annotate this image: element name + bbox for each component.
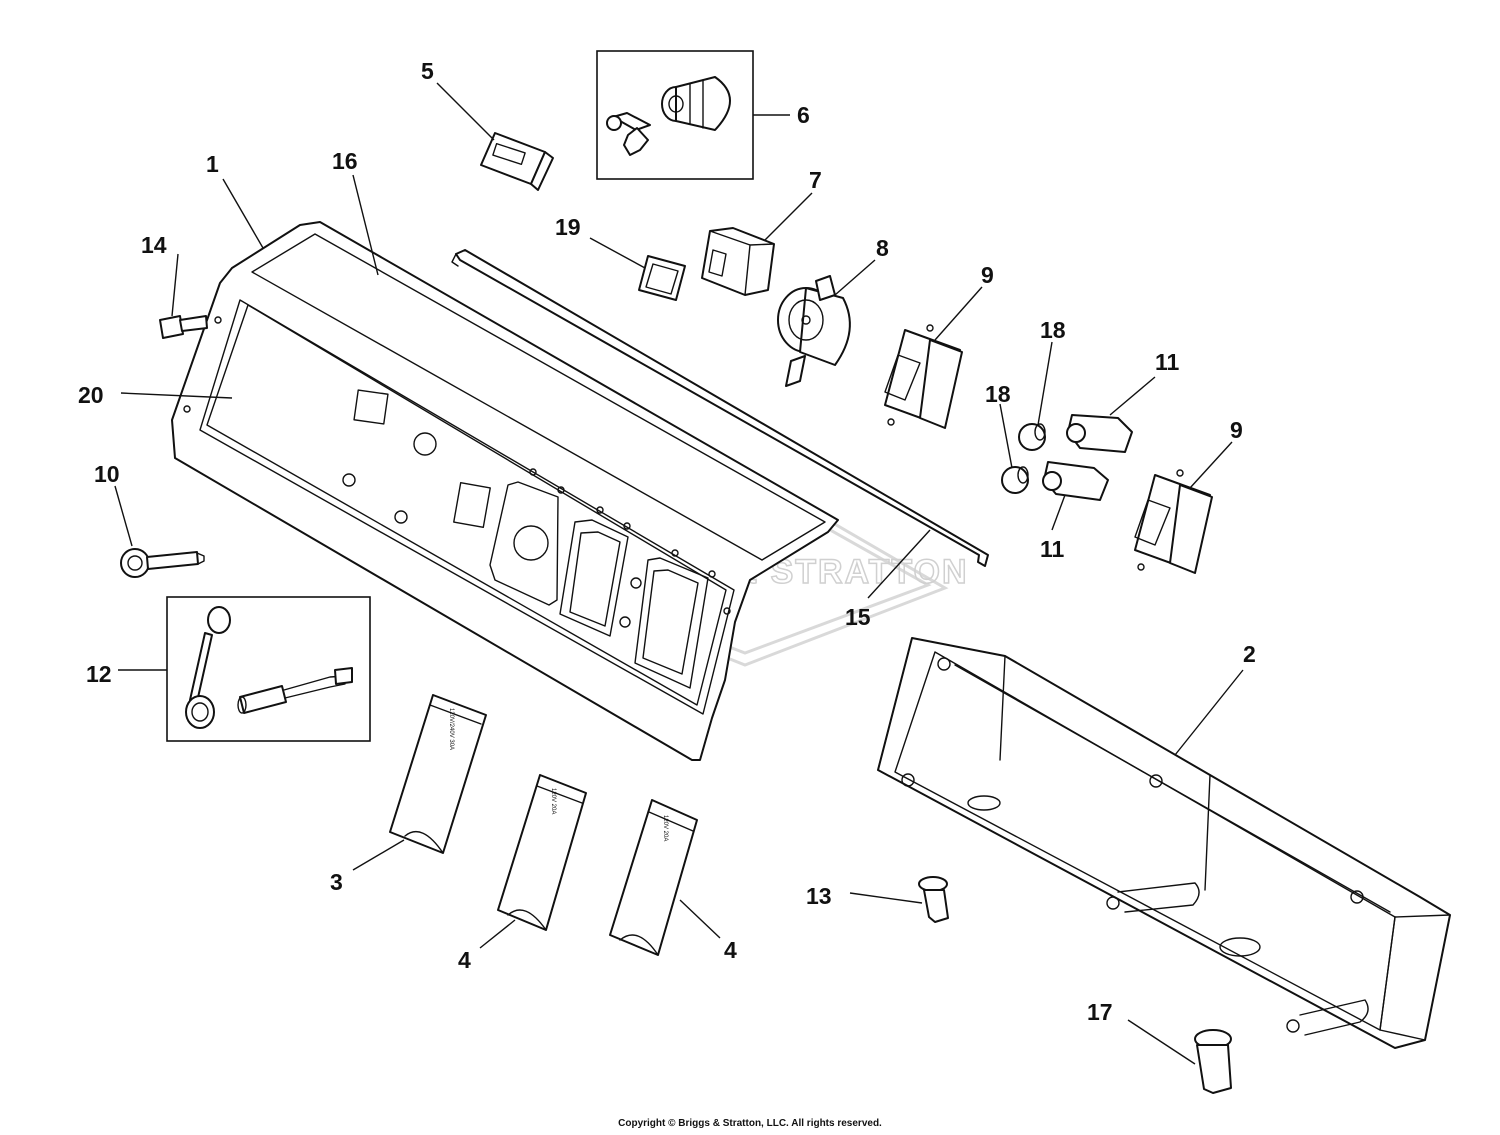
callout-4b: 4 [724,937,737,963]
gfci-receptacle-2 [1134,469,1213,574]
callout-18a: 18 [1040,317,1066,343]
callout-9b: 9 [1230,417,1243,443]
callout-4a: 4 [458,947,471,973]
callout-6: 6 [797,102,810,128]
grommet-large [1194,1029,1232,1094]
decal-120v-a: 120V 20A [497,774,587,931]
wire-rod [451,249,989,567]
callout-5: 5 [421,58,434,84]
hour-meter [480,132,554,191]
twist-lock-receptacle [777,275,851,387]
copyright-notice: Copyright © Briggs & Stratton, LLC. All … [618,1118,882,1129]
breaker-cap-2 [1001,466,1029,494]
screw [159,315,222,339]
circuit-breaker-1 [1066,414,1133,453]
callout-1: 1 [206,151,219,177]
outlet-cover-kit [166,596,371,742]
callout-11b: 11 [1040,536,1065,562]
decal-120v-b: 120V 20A [609,799,698,956]
callout-10: 10 [94,461,120,487]
callout-14: 14 [141,232,167,258]
callout-17: 17 [1087,999,1113,1025]
switch-bezel [638,255,686,301]
callout-13: 13 [806,883,832,909]
callout-3: 3 [330,869,343,895]
callout-19: 19 [555,214,581,240]
callout-12: 12 [86,661,112,687]
key-switch-kit [596,50,754,180]
gfci-receptacle-1 [884,324,963,429]
decal-4b-label: 120V 20A [662,815,668,841]
breaker-cap-1 [1018,423,1046,451]
callout-9a: 9 [981,262,994,288]
decal-3-label: 120V/240V 30A [448,708,454,750]
callout-7: 7 [809,167,822,193]
grommet-small [918,876,949,923]
callout-20: 20 [78,382,104,408]
rocker-switch [701,227,775,296]
callout-11a: 11 [1155,349,1180,375]
circuit-breaker-knob [120,548,205,578]
callout-labels: 1 2 3 4 4 5 6 7 8 9 9 10 11 11 12 13 14 … [78,58,1256,1025]
callout-15: 15 [845,604,871,630]
circuit-breaker-2 [1042,461,1109,501]
decal-4a-label: 120V 20A [550,788,556,814]
callout-8: 8 [876,235,889,261]
control-box-housing [877,637,1451,1049]
leader-lines [114,82,1244,1065]
control-panel [171,221,839,761]
callout-18b: 18 [985,381,1011,407]
callout-16: 16 [332,148,358,174]
callout-2: 2 [1243,641,1256,667]
decal-120v-240v: 120V/240V 30A [389,694,487,854]
